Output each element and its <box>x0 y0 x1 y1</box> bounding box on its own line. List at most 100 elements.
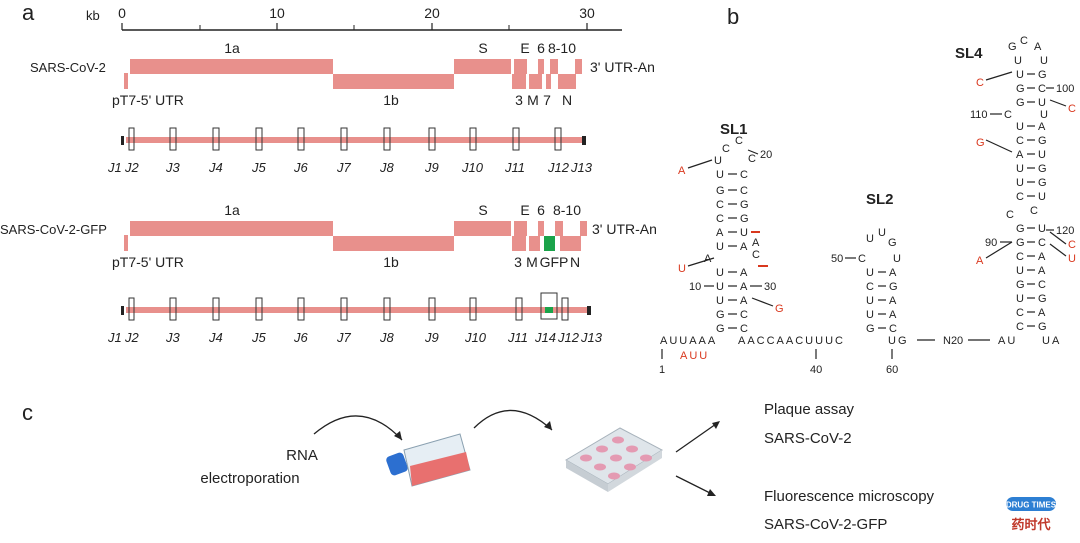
label2-e: E <box>520 202 529 218</box>
utr3-label-2: 3' UTR-An <box>592 221 657 237</box>
g2-j3: J3 <box>165 330 181 345</box>
svg-text:C: C <box>1038 83 1046 95</box>
g1-j5: J5 <box>251 160 267 175</box>
scale-tick-0: 0 <box>118 5 126 21</box>
scale-tick-30: 30 <box>579 5 595 21</box>
pos-120: 120 <box>1056 225 1074 237</box>
svg-text:A: A <box>740 267 748 279</box>
svg-text:C: C <box>976 77 984 89</box>
panel-c-label: c <box>22 400 33 425</box>
stem-sl2: SL2 <box>866 191 894 208</box>
svg-text:U: U <box>866 233 874 245</box>
svg-text:C: C <box>1038 279 1046 291</box>
svg-text:C: C <box>1016 251 1024 263</box>
svg-text:G: G <box>1038 69 1047 81</box>
genome-sars-cov-2-gfp: SARS-CoV-2-GFP 1a S E 6 8-10 1b 3 M GFP … <box>0 202 657 345</box>
scale-tick-10: 10 <box>269 5 285 21</box>
svg-text:G: G <box>1016 279 1025 291</box>
drug-times-logo: DRUG TIMES 药时代 <box>1006 497 1057 533</box>
arrow-to-microscopy <box>675 475 713 495</box>
svg-text:C: C <box>1006 209 1014 221</box>
svg-text:C: C <box>722 143 730 155</box>
svg-text:C: C <box>740 309 748 321</box>
label-6: 6 <box>537 40 545 56</box>
svg-text:U: U <box>716 241 724 253</box>
utr3-label: 3' UTR-An <box>590 59 655 75</box>
scale-unit: kb <box>86 8 100 23</box>
svg-text:G: G <box>888 237 897 249</box>
svg-text:U: U <box>716 295 724 307</box>
svg-text:G: G <box>1038 177 1047 189</box>
label-e: E <box>520 40 529 56</box>
svg-text:C: C <box>1038 237 1046 249</box>
svg-text:G: G <box>1038 135 1047 147</box>
svg-text:A: A <box>1034 41 1042 53</box>
rna-backbone: AUUAAA AACCAACUUUC UG N20 AU UA AUU 1 40… <box>659 335 1059 376</box>
svg-text:G: G <box>889 281 898 293</box>
workflow: RNA electroporation <box>200 401 934 533</box>
pos-40: 40 <box>810 364 822 376</box>
pos-50: 50 <box>831 253 843 265</box>
label2-6: 6 <box>537 202 545 218</box>
svg-text:C: C <box>735 135 743 147</box>
svg-text:C: C <box>748 153 756 165</box>
pos-60: 60 <box>886 364 898 376</box>
g2-j8: J8 <box>379 330 395 345</box>
genome2-name: SARS-CoV-2-GFP <box>0 222 107 237</box>
label-1b: 1b <box>383 92 399 108</box>
svg-text:A: A <box>1038 251 1046 263</box>
g1-j10: J10 <box>461 160 484 175</box>
label2-1a: 1a <box>224 202 240 218</box>
svg-text:U: U <box>716 169 724 181</box>
kb-scale: kb 0 10 20 30 <box>86 5 622 31</box>
svg-text:A: A <box>889 309 897 321</box>
svg-text:C: C <box>1016 307 1024 319</box>
seq-seg-5: AU <box>998 335 1017 347</box>
svg-text:U: U <box>714 155 722 167</box>
g2-j6: J6 <box>293 330 309 345</box>
label-3: 3 <box>515 92 523 108</box>
g1-j12: J12 <box>547 160 570 175</box>
svg-text:C: C <box>1016 135 1024 147</box>
logo-text-bottom: 药时代 <box>1011 517 1050 533</box>
g1-j1: J1 <box>107 160 122 175</box>
g1-j6: J6 <box>293 160 309 175</box>
svg-text:G: G <box>1038 293 1047 305</box>
g2-j4: J4 <box>208 330 223 345</box>
fragment-bar-2 <box>126 307 589 313</box>
svg-text:U: U <box>740 227 748 239</box>
g1-j11: J11 <box>504 160 525 175</box>
svg-text:U: U <box>716 281 724 293</box>
svg-text:U: U <box>1016 121 1024 133</box>
label2-8-10: 8-10 <box>553 202 581 218</box>
svg-text:U: U <box>1040 109 1048 121</box>
genome1-name: SARS-CoV-2 <box>30 60 106 75</box>
gene2-s <box>454 221 511 236</box>
svg-text:U: U <box>866 309 874 321</box>
label2-3: 3 <box>514 254 522 270</box>
label-s: S <box>478 40 487 56</box>
scale-tick-20: 20 <box>424 5 440 21</box>
seq-seg-1: AUUAAA <box>660 335 717 347</box>
label2-gfp: GFP <box>540 254 569 270</box>
pos-1: 1 <box>659 364 665 376</box>
svg-text:A: A <box>889 267 897 279</box>
g2-j12: J12 <box>557 330 580 345</box>
genome-sars-cov-2: SARS-CoV-2 1a S E 6 8-10 1b 3 M 7 N pT7-… <box>30 40 655 175</box>
svg-text:C: C <box>1068 103 1076 115</box>
svg-text:G: G <box>716 185 725 197</box>
arrow-to-plaque <box>675 423 717 453</box>
svg-text:U: U <box>1014 55 1022 67</box>
svg-text:C: C <box>1020 35 1028 47</box>
svg-text:U: U <box>878 227 886 239</box>
svg-text:G: G <box>1016 223 1025 235</box>
svg-text:G: G <box>1016 97 1025 109</box>
svg-text:A: A <box>1016 149 1024 161</box>
label-1a: 1a <box>224 40 240 56</box>
g2-j10: J10 <box>464 330 487 345</box>
svg-text:U: U <box>866 267 874 279</box>
flask-icon <box>386 433 471 487</box>
svg-text:U: U <box>1038 191 1046 203</box>
